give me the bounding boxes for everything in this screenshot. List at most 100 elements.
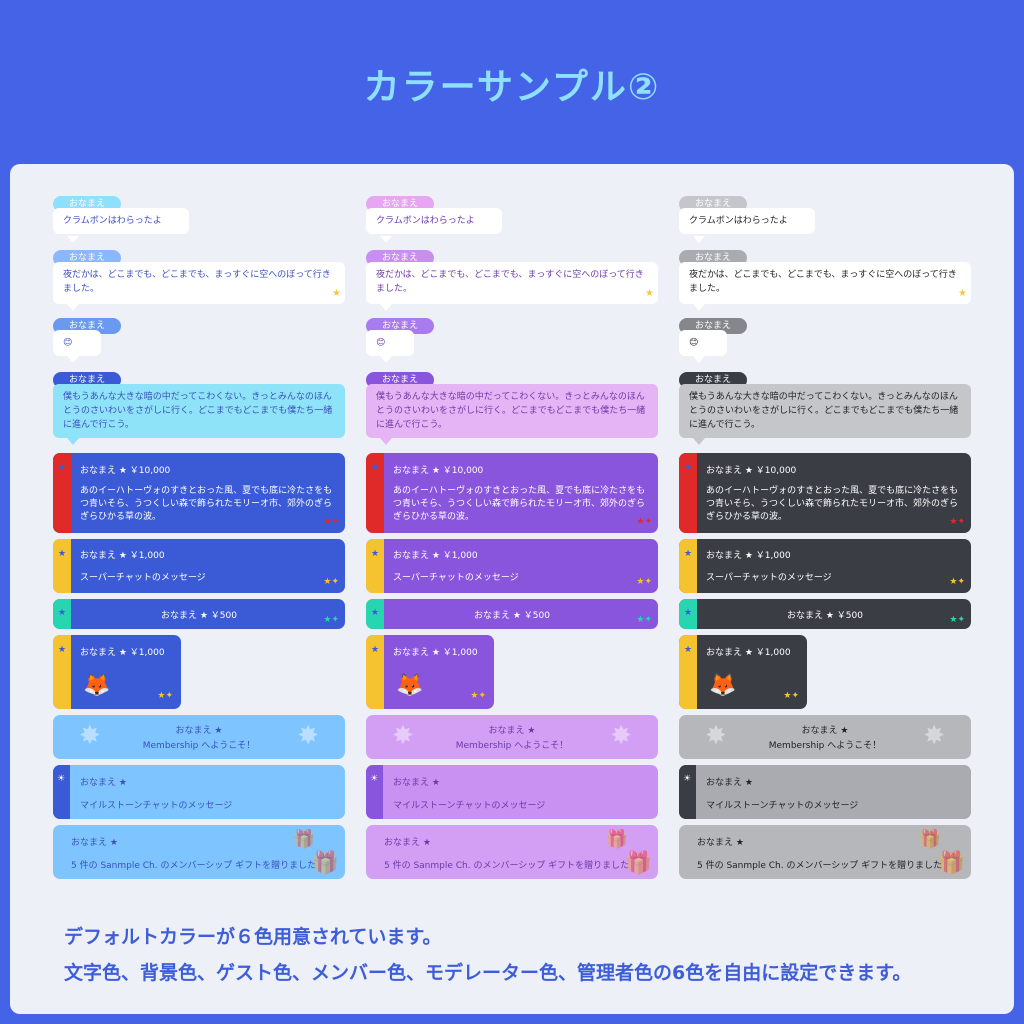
bubble-tail: [67, 438, 79, 445]
bubble-tail: [380, 304, 392, 311]
star-icon: ★: [684, 463, 693, 473]
sparkle-icon: ★✦: [636, 577, 652, 587]
chat-message-emoji: 😊: [366, 330, 414, 356]
star-icon: ★: [58, 549, 67, 559]
milestone-message: マイルストーンチャットのメッセージ: [706, 801, 859, 811]
superchat-message: スーパーチャットのメッセージ: [393, 573, 519, 583]
milestone-stripe: [679, 765, 696, 819]
star-icon: ★: [958, 288, 967, 299]
sun-icon: ☀: [370, 774, 379, 784]
superchat-tier-stripe: [53, 453, 71, 533]
sun-icon: ☀: [57, 774, 66, 784]
superchat-message: あのイーハトーヴォのすきとおった風、夏でも底に冷たさをもつ青いそら、うつくしい森…: [80, 486, 333, 522]
membership-welcome-text: Membership へようこそ！: [455, 741, 569, 751]
superchat-header: おなまえ ★ ￥10,000: [393, 466, 484, 476]
page-title: カラーサンプル②: [363, 67, 661, 108]
chat-message: 夜だかは、どこまでも、どこまでも、まっすぐに空へのぼって行きました。★: [53, 262, 345, 304]
superchat-tier-stripe: [679, 453, 697, 533]
milestone-name: おなまえ ★: [393, 778, 440, 788]
chat-message: クラムボンはわらったよ: [53, 208, 189, 234]
membership-gift-card[interactable]: 🎁🎁おなまえ ★5 件の Sanmple Ch. のメンバーシップ ギフトを贈り…: [53, 825, 345, 879]
bubble-tail: [67, 304, 79, 311]
super-sticker-card[interactable]: ★おなまえ ★ ￥1,000🦊★✦: [53, 635, 181, 709]
bubble-tail: [693, 438, 705, 445]
milestone-chat-card[interactable]: ☀おなまえ ★マイルストーンチャットのメッセージ: [679, 765, 971, 819]
superchat-message: スーパーチャットのメッセージ: [80, 573, 206, 583]
milestone-chat-card[interactable]: ☀おなまえ ★マイルストーンチャットのメッセージ: [366, 765, 658, 819]
sticker-fox-icon: 🦊: [709, 673, 737, 698]
bubble-tail: [67, 236, 79, 243]
burst-icon: ✸: [297, 721, 319, 751]
chat-message-highlighted: 僕もうあんな大きな暗の中だってこわくない。きっとみんなのほんとうのさいわいをさが…: [679, 384, 971, 438]
chat-message: クラムボンはわらったよ: [366, 208, 502, 234]
membership-name: おなまえ ★: [488, 726, 536, 736]
sparkle-icon: ★✦: [323, 577, 339, 587]
star-icon: ★: [371, 463, 380, 473]
sticker-fox-icon: 🦊: [83, 673, 111, 698]
bubble-tail: [380, 438, 392, 445]
membership-welcome-text: Membership へようこそ！: [768, 741, 882, 751]
gift-icon: 🎁: [918, 829, 941, 850]
super-sticker-card[interactable]: ★おなまえ ★ ￥1,000🦊★✦: [679, 635, 807, 709]
star-icon: ★: [371, 608, 380, 618]
star-icon: ★: [684, 549, 693, 559]
milestone-chat-card[interactable]: ☀おなまえ ★マイルストーンチャットのメッセージ: [53, 765, 345, 819]
sparkle-icon: ★✦: [949, 615, 965, 625]
superchat-card[interactable]: ★ おなまえ ★ ￥10,000 あのイーハトーヴォのすきとおった風、夏でも底に冷た…: [679, 453, 971, 533]
bubble-tail: [693, 304, 705, 311]
superchat-card[interactable]: ★ おなまえ ★ ￥1,000 スーパーチャットのメッセージ ★✦: [366, 539, 658, 593]
gift-icon: 🎁: [605, 829, 628, 850]
bubble-tail: [693, 236, 705, 243]
membership-welcome-card[interactable]: ✸✸おなまえ ★Membership へようこそ！: [53, 715, 345, 759]
chat-column-blue: おなまえクラムボンはわらったよおなまえ夜だかは、どこまでも、どこまでも、まっすぐ…: [53, 194, 345, 884]
superchat-card[interactable]: ★おなまえ ★ ￥500★✦: [53, 599, 345, 629]
superchat-header: おなまえ ★ ￥1,000: [393, 551, 478, 561]
membership-name: おなまえ ★: [175, 726, 223, 736]
super-sticker-card[interactable]: ★おなまえ ★ ￥1,000🦊★✦: [366, 635, 494, 709]
membership-welcome-text: Membership へようこそ！: [142, 741, 256, 751]
membership-welcome-card[interactable]: ✸✸おなまえ ★Membership へようこそ！: [679, 715, 971, 759]
sparkle-icon: ★✦: [949, 577, 965, 587]
superchat-header: おなまえ ★ ￥500: [474, 611, 550, 621]
gift-message: 5 件の Sanmple Ch. のメンバーシップ ギフトを贈りました: [384, 861, 630, 871]
burst-icon: ✸: [392, 721, 414, 751]
membership-gift-card[interactable]: 🎁🎁おなまえ ★5 件の Sanmple Ch. のメンバーシップ ギフトを贈り…: [366, 825, 658, 879]
superchat-tier-stripe: [53, 539, 71, 593]
sparkle-icon: ★✦: [636, 615, 652, 625]
gift-icon: 🎁: [292, 829, 315, 850]
superchat-header: おなまえ ★ ￥500: [161, 611, 237, 621]
sparkle-icon: ★✦: [636, 517, 652, 527]
sticker-fox-icon: 🦊: [396, 673, 424, 698]
superchat-header: おなまえ ★ ￥1,000: [80, 648, 165, 658]
burst-icon: ✸: [705, 721, 727, 751]
footer-line-1: デフォルトカラーが６色用意されています。: [64, 926, 442, 948]
burst-icon: ✸: [610, 721, 632, 751]
chat-message-emoji: 😊: [53, 330, 101, 356]
superchat-tier-stripe: [366, 599, 384, 629]
superchat-tier-stripe: [53, 635, 71, 709]
chat-message-emoji: 😊: [679, 330, 727, 356]
superchat-message: あのイーハトーヴォのすきとおった風、夏でも底に冷たさをもつ青いそら、うつくしい森…: [706, 486, 959, 522]
membership-welcome-card[interactable]: ✸ ✸ おなまえ ★ Membership へようこそ！: [366, 715, 658, 759]
star-icon: ★: [58, 608, 67, 618]
star-icon: ★: [371, 549, 380, 559]
bubble-tail: [380, 356, 392, 363]
sparkle-icon: ★✦: [470, 691, 486, 701]
superchat-tier-stripe: [679, 599, 697, 629]
gift-icon: 🎁: [311, 851, 339, 876]
sparkle-icon: ★✦: [783, 691, 799, 701]
membership-name: おなまえ ★: [801, 726, 849, 736]
superchat-card[interactable]: ★おなまえ ★ ￥500★✦: [679, 599, 971, 629]
chat-column-gray: おなまえクラムボンはわらったよおなまえ夜だかは、どこまでも、どこまでも、まっすぐ…: [679, 194, 971, 884]
membership-gift-card[interactable]: 🎁🎁おなまえ ★5 件の Sanmple Ch. のメンバーシップ ギフトを贈り…: [679, 825, 971, 879]
superchat-header: おなまえ ★ ￥1,000: [393, 648, 478, 658]
superchat-card[interactable]: ★ おなまえ ★ ￥500 ★✦: [366, 599, 658, 629]
star-icon: ★: [58, 645, 67, 655]
superchat-header: おなまえ ★ ￥10,000: [706, 466, 797, 476]
superchat-header: おなまえ ★ ￥500: [787, 611, 863, 621]
superchat-tier-stripe: [366, 635, 384, 709]
